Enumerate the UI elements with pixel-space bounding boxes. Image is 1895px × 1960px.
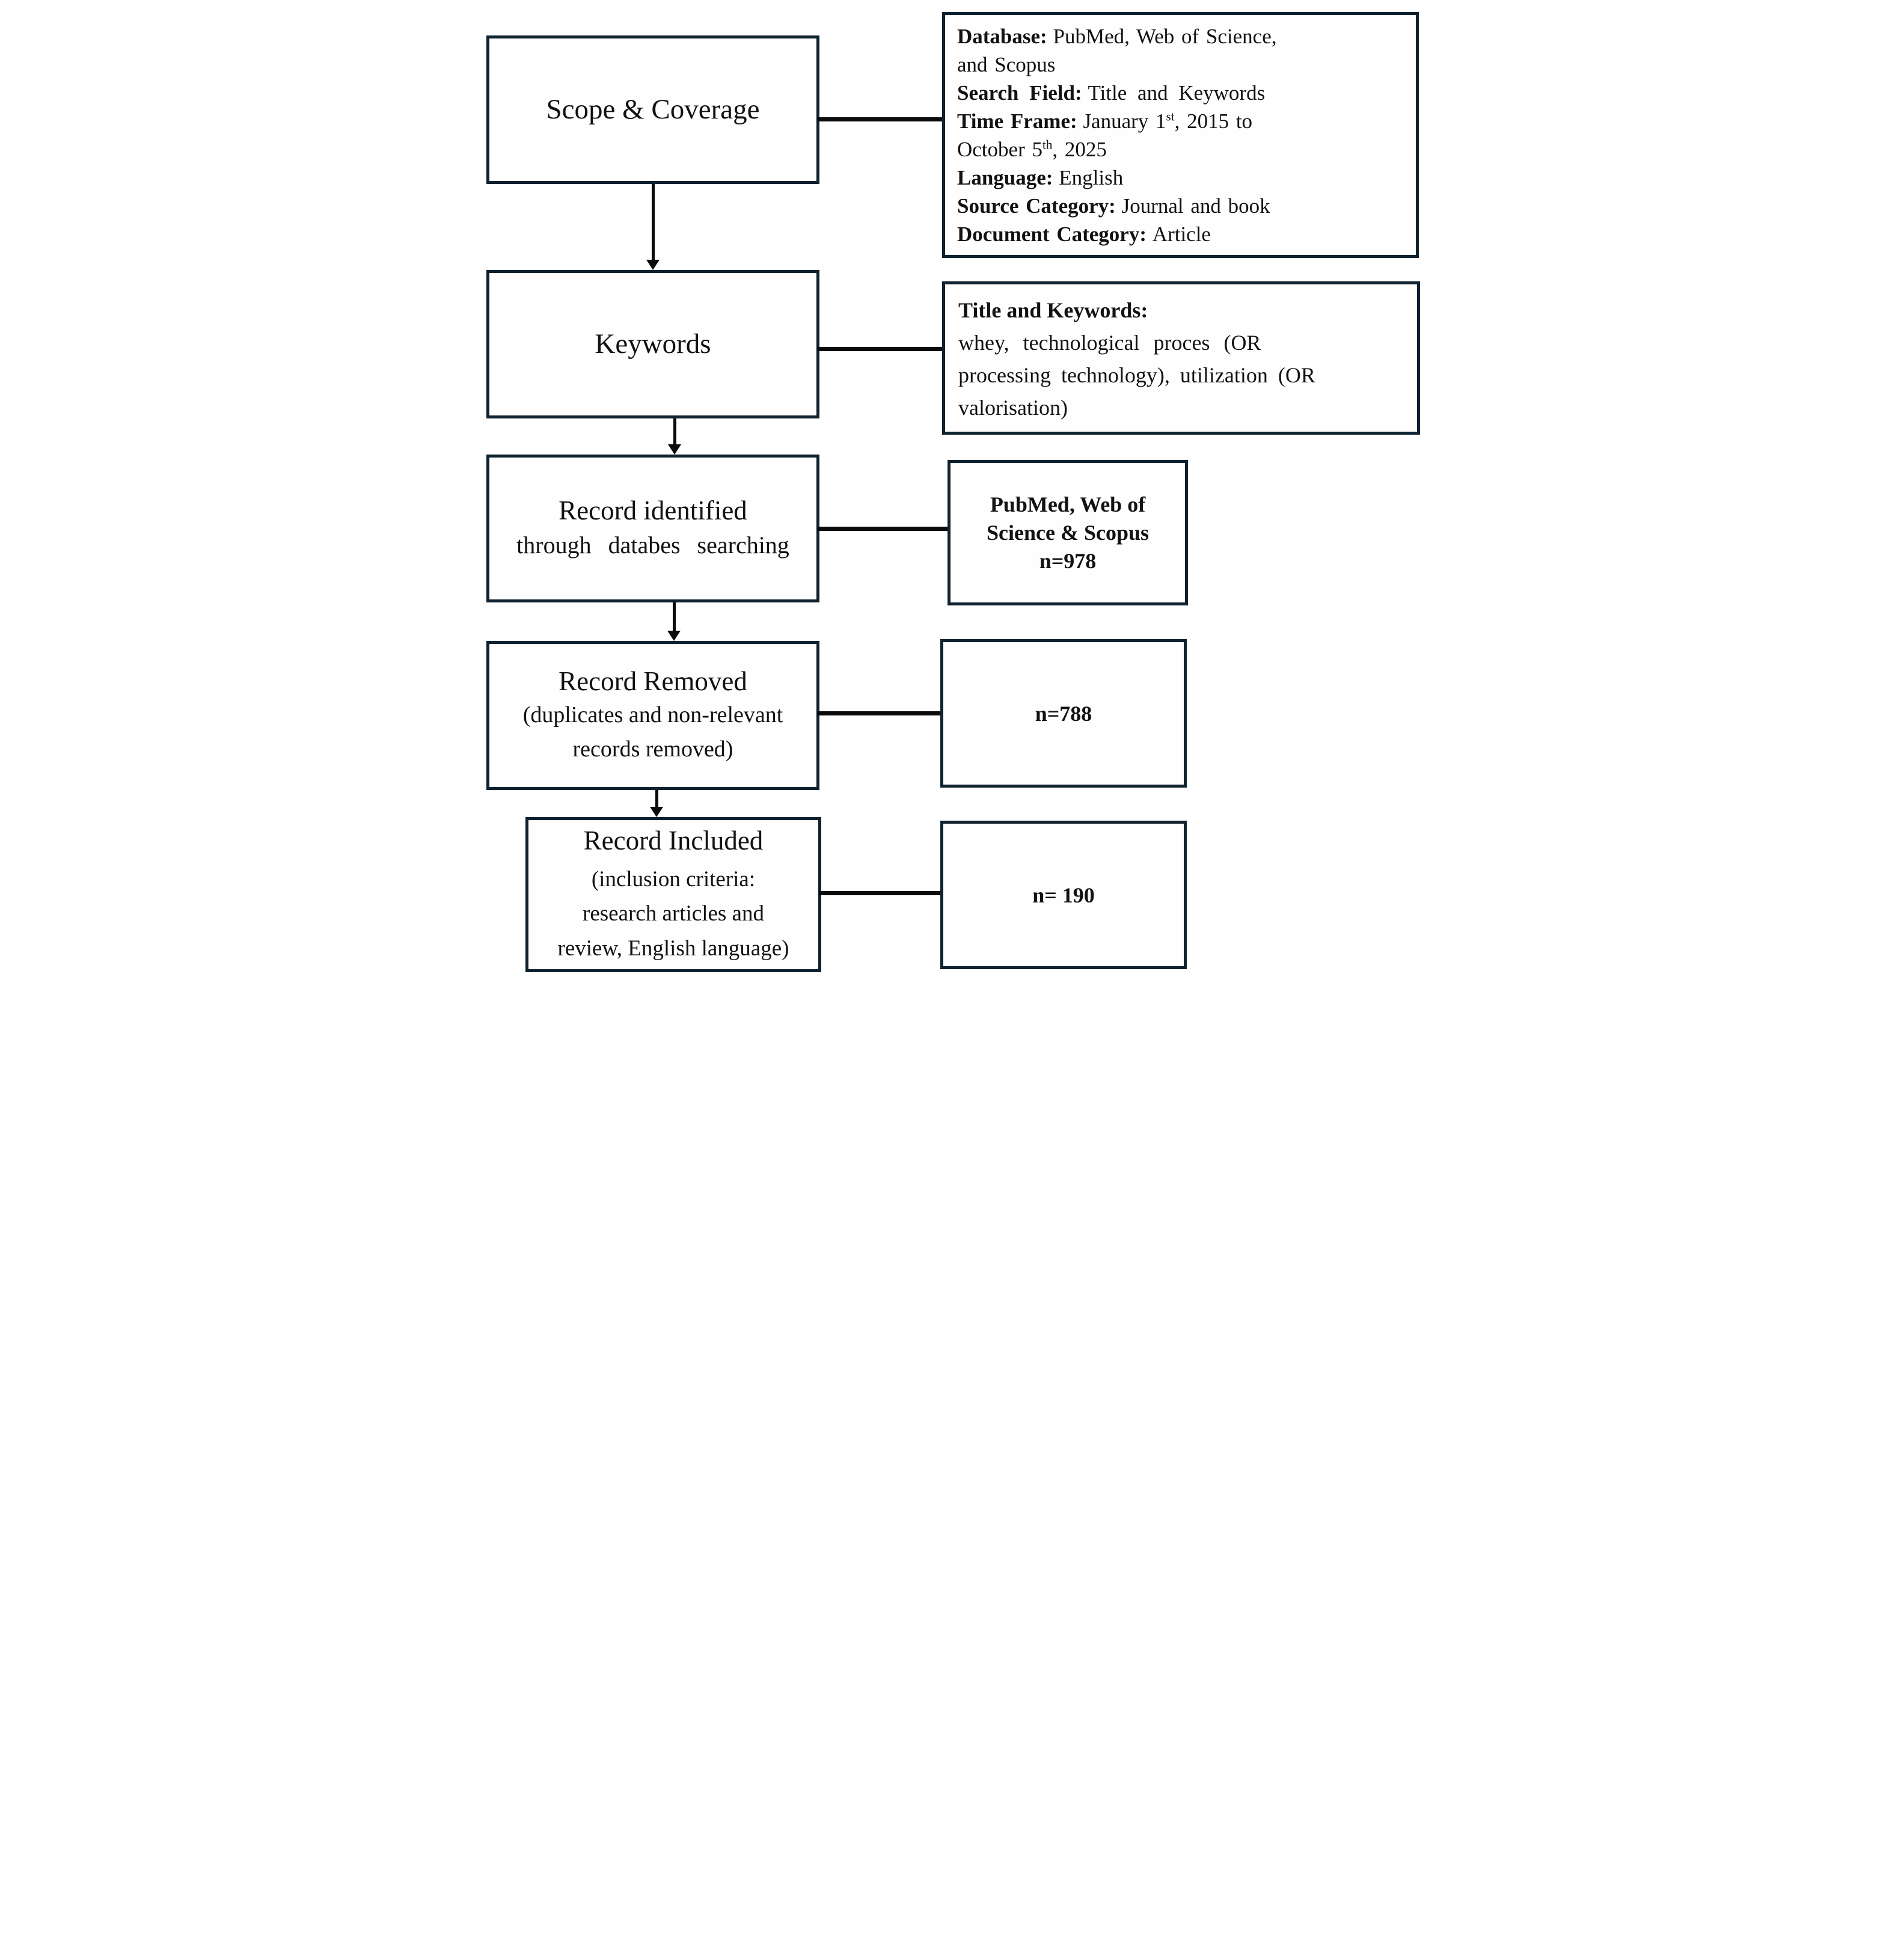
field-value: January 1: [1083, 109, 1166, 133]
detail-line: whey, technological proces (OR: [958, 331, 1261, 355]
detail-line: processing technology), utilization (OR: [958, 363, 1315, 387]
box-title: Record Removed: [559, 666, 747, 696]
box-subtitle-line: (inclusion criteria:: [591, 867, 756, 892]
connector-keywords-to-details: [817, 347, 942, 351]
field-value: October 5: [957, 138, 1042, 161]
field-label: Document Category:: [957, 222, 1146, 246]
box-title: Scope & Coverage: [546, 94, 760, 126]
box-included-count: n= 190: [940, 821, 1187, 969]
detail-line: Database: PubMed, Web of Science,: [957, 22, 1406, 51]
box-title: Keywords: [595, 328, 711, 360]
detail-line: Language: English: [957, 164, 1406, 192]
field-value: Journal and book: [1121, 194, 1270, 218]
box-title: Record identified: [559, 495, 747, 525]
record-count: n=978: [1039, 548, 1097, 573]
detail-line: and Scopus: [957, 51, 1406, 79]
field-value: Article: [1152, 222, 1211, 246]
box-identified-count: PubMed, Web of Science & Scopus n=978: [947, 460, 1188, 605]
arrowhead-icon: [650, 807, 663, 817]
field-label: Database:: [957, 25, 1047, 48]
box-title: Record Included: [583, 825, 764, 856]
detail-line: Document Category:Article: [957, 220, 1406, 248]
box-removed-count: n=788: [940, 639, 1187, 788]
detail-line: Search Field:Title and Keywords: [957, 79, 1406, 107]
box-keywords: Keywords: [486, 270, 819, 418]
box-record-included: Record Included (inclusion criteria: res…: [525, 817, 821, 972]
ordinal-superscript: th: [1042, 137, 1053, 152]
arrow-scope-to-keywords: [652, 184, 655, 261]
field-label: Search Field:: [957, 81, 1082, 105]
field-value: , 2015 to: [1174, 109, 1253, 133]
detail-line: Science & Scopus: [987, 520, 1149, 545]
box-subtitle-line: records removed): [572, 737, 733, 762]
arrow-removed-to-included: [655, 790, 658, 808]
detail-heading: Title and Keywords:: [958, 298, 1148, 322]
arrowhead-icon: [667, 631, 681, 641]
box-subtitle-line: research articles and: [583, 901, 764, 926]
arrowhead-icon: [668, 444, 681, 455]
box-scope-details: Database: PubMed, Web of Science, and Sco…: [942, 12, 1419, 258]
box-scope-coverage: Scope & Coverage: [486, 35, 819, 184]
detail-line: October 5th, 2025: [957, 135, 1406, 164]
record-count: n= 190: [1032, 883, 1095, 907]
field-label: Source Category:: [957, 194, 1116, 218]
field-value: Title and Keywords: [1088, 81, 1266, 105]
connector-included-to-count: [819, 891, 940, 895]
field-label: Time Frame:: [957, 109, 1077, 133]
field-value: , 2025: [1052, 138, 1107, 161]
arrowhead-icon: [646, 260, 660, 270]
field-value: English: [1059, 166, 1124, 189]
detail-line: valorisation): [958, 396, 1068, 420]
arrow-keywords-to-identified: [673, 418, 676, 446]
detail-line: Time Frame:January 1st, 2015 to: [957, 107, 1406, 135]
detail-line: Source Category:Journal and book: [957, 192, 1406, 220]
box-subtitle-line: review, English language): [557, 936, 789, 961]
flow-diagram: Scope & Coverage Keywords Record identif…: [474, 0, 1421, 980]
field-value: and Scopus: [957, 53, 1056, 76]
field-label: Language:: [957, 166, 1053, 189]
box-record-removed: Record Removed (duplicates and non-relev…: [486, 641, 819, 790]
ordinal-superscript: st: [1166, 109, 1175, 124]
record-count: n=788: [1035, 701, 1092, 726]
field-value: PubMed, Web of Science,: [1053, 25, 1277, 48]
box-subtitle-line: (duplicates and non-relevant: [522, 702, 783, 728]
connector-identified-to-count: [817, 527, 947, 531]
box-keyword-details: Title and Keywords: whey, technological …: [942, 281, 1420, 435]
box-record-identified: Record identified through databes search…: [486, 455, 819, 602]
connector-scope-to-details: [817, 117, 942, 121]
box-subtitle: through databes searching: [516, 531, 789, 559]
detail-line: PubMed, Web of: [990, 492, 1146, 516]
arrow-identified-to-removed: [673, 602, 676, 631]
connector-removed-to-count: [817, 711, 940, 715]
